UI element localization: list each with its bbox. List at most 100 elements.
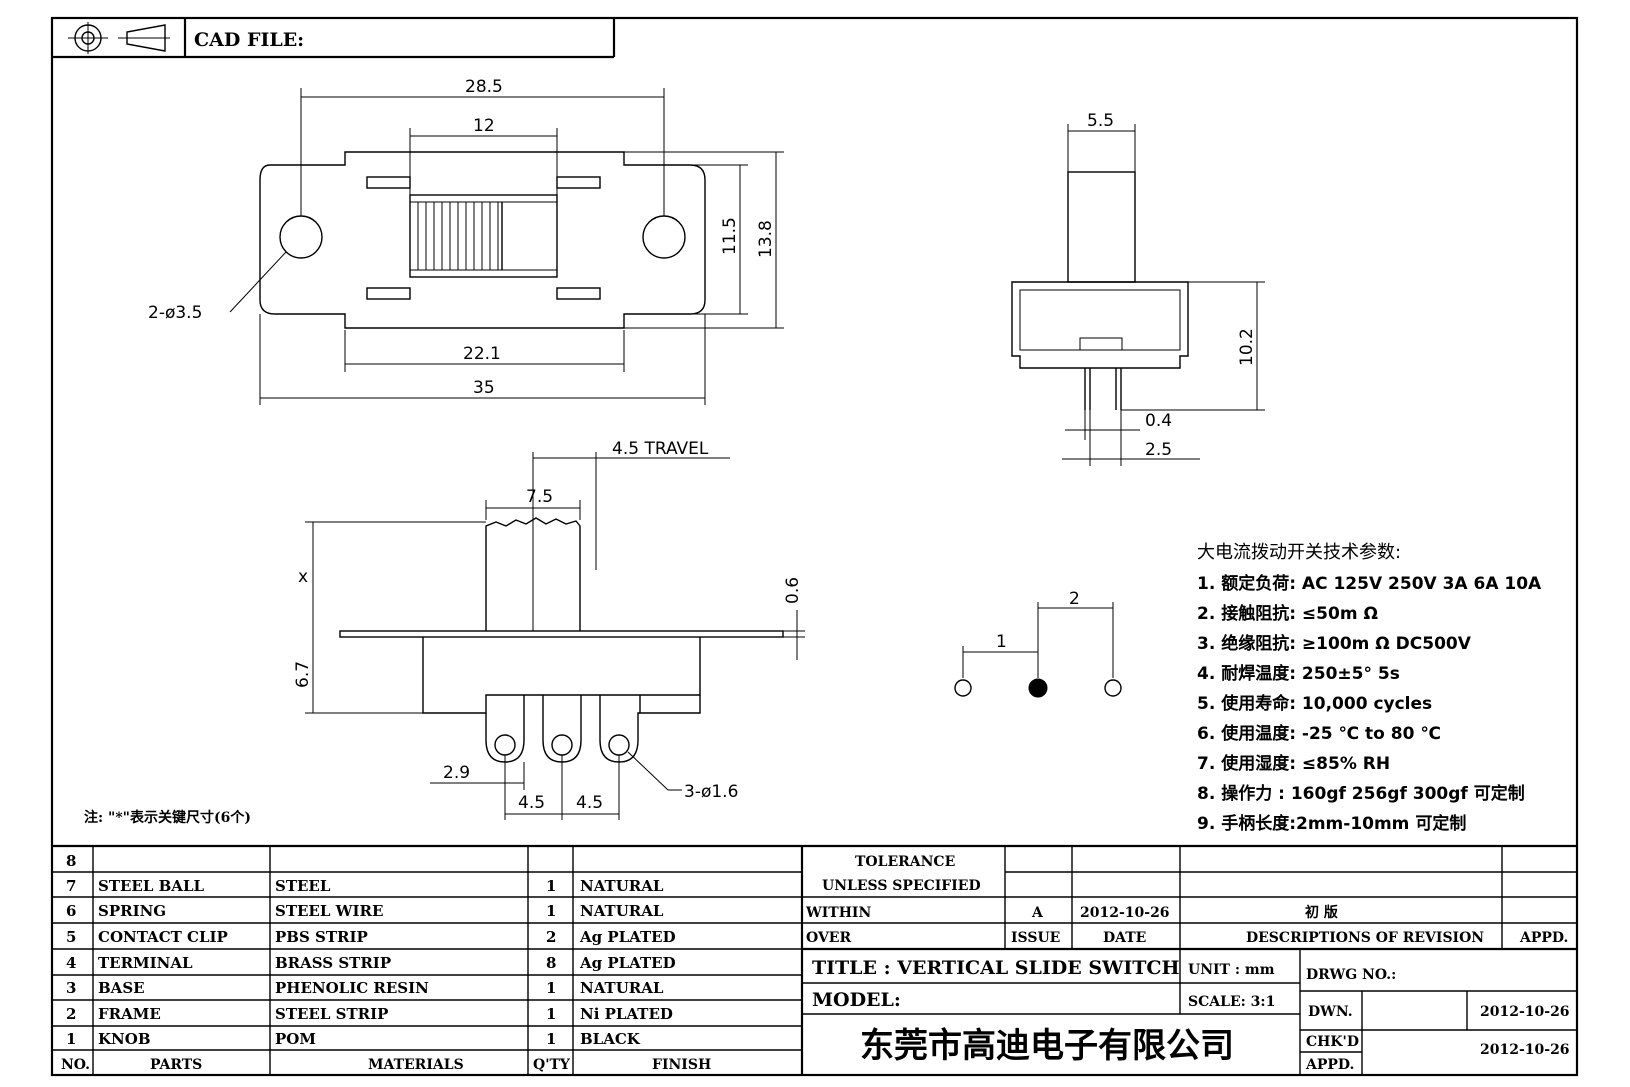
dim-height-inner: 11.5 <box>720 217 740 255</box>
mount-hole-right <box>642 215 686 259</box>
table-row: 1 KNOB POM 1 BLACK <box>66 1030 641 1048</box>
dim-travel: 4.5 TRAVEL <box>612 439 709 459</box>
dim-edge: 2.9 <box>443 763 470 783</box>
spec-item: 8. 操作力 : 160gf 256gf 300gf 可定制 <box>1197 783 1525 804</box>
spec-heading: 大电流拨动开关技术参数: <box>1197 542 1401 563</box>
table-row: 4 TERMINAL BRASS STRIP 8 Ag PLATED <box>66 954 676 972</box>
bom-header-row: NO. PARTS MATERIALS Q'TY FINISH <box>61 1057 711 1073</box>
header-box: CAD FILE: <box>52 18 616 59</box>
appd-label: APPD. <box>1305 1057 1354 1073</box>
bom-part: FRAME <box>98 1005 161 1023</box>
within-label: WITHIN <box>805 905 871 921</box>
bom-material: PHENOLIC RESIN <box>275 979 429 997</box>
bom-material: STEEL WIRE <box>275 902 383 920</box>
table-row: 5 CONTACT CLIP PBS STRIP 2 Ag PLATED <box>66 928 676 946</box>
side-view: 5.5 10.2 0.4 2.5 <box>1011 111 1265 466</box>
bom-finish: NATURAL <box>580 877 664 895</box>
dim-pin-spacing: 2.5 <box>1145 440 1172 460</box>
spec-item: 4. 耐焊温度: 250±5° 5s <box>1197 663 1400 684</box>
title-block: TOLERANCE UNLESS SPECIFIED WITHIN OVER A… <box>802 846 1577 1075</box>
dim-side-height: 10.2 <box>1237 328 1257 366</box>
dim-plate: 0.6 <box>783 577 803 604</box>
desc-label: DESCRIPTIONS OF REVISION <box>1246 930 1484 946</box>
table-row: 2 FRAME STEEL STRIP 1 Ni PLATED <box>66 1005 673 1023</box>
spec-item: 6. 使用温度: -25 ℃ to 80 ℃ <box>1197 723 1441 744</box>
bom-finish: BLACK <box>580 1030 641 1048</box>
bom-finish: Ag PLATED <box>579 954 676 972</box>
bom-no: 8 <box>66 852 76 870</box>
bom-no: 5 <box>66 928 76 946</box>
dim-overall-length: 28.5 <box>465 77 503 97</box>
bom-qty: 1 <box>546 902 556 920</box>
spec-item: 7. 使用湿度: ≤85% RH <box>1197 753 1390 774</box>
schematic-pos2: 2 <box>1069 589 1080 609</box>
cad-file-label: CAD FILE: <box>194 29 304 51</box>
dim-knob-width: 5.5 <box>1087 111 1114 131</box>
bom-no: 3 <box>66 979 76 997</box>
dwn-label: DWN. <box>1308 1004 1353 1020</box>
dim-x-mark: x <box>298 567 308 587</box>
bom-header: Q'TY <box>533 1057 571 1073</box>
spec-item: 9. 手柄长度:2mm-10mm 可定制 <box>1197 813 1466 834</box>
dim-pin-thickness: 0.4 <box>1145 411 1172 431</box>
date-value: 2012-10-26 <box>1080 905 1170 921</box>
unless-label: UNLESS SPECIFIED <box>822 878 981 894</box>
dim-height-outer: 13.8 <box>756 220 776 258</box>
bom-header: PARTS <box>150 1057 202 1073</box>
bom-qty: 1 <box>546 1030 556 1048</box>
bom-qty: 2 <box>546 928 556 946</box>
bom-part: STEEL BALL <box>98 877 204 895</box>
switch-schematic: 1 2 <box>954 589 1122 698</box>
bom-material: STEEL STRIP <box>275 1005 388 1023</box>
spec-list: 大电流拨动开关技术参数: 1. 额定负荷: AC 125V 250V 3A 6A… <box>1197 542 1542 834</box>
knob-ribs <box>417 202 503 270</box>
issue-label: ISSUE <box>1011 930 1060 946</box>
model-label: MODEL: <box>812 989 901 1011</box>
bom-table: 8 7 STEEL BALL STEEL 1 NATURAL 6 SPRING … <box>52 844 1577 1075</box>
bom-part: BASE <box>98 979 145 997</box>
bom-finish: Ni PLATED <box>580 1005 673 1023</box>
spec-item: 5. 使用寿命: 10,000 cycles <box>1197 693 1432 714</box>
bom-part: SPRING <box>98 902 166 920</box>
table-row: 6 SPRING STEEL WIRE 1 NATURAL <box>66 902 664 920</box>
mount-hole-left <box>279 215 323 259</box>
bom-material: PBS STRIP <box>275 928 368 946</box>
bom-header: NO. <box>61 1057 90 1073</box>
scale-label: SCALE: 3:1 <box>1188 994 1275 1010</box>
dim-body-length: 22.1 <box>463 344 501 364</box>
schematic-pos1: 1 <box>996 632 1007 652</box>
dim-knob-front: 7.5 <box>526 487 553 507</box>
issue-value: A <box>1031 905 1044 921</box>
appd-header: APPD. <box>1519 930 1568 946</box>
bom-header: MATERIALS <box>368 1057 464 1073</box>
spec-item: 3. 绝缘阻抗: ≥100m Ω DC500V <box>1197 633 1472 654</box>
bom-qty: 1 <box>546 877 556 895</box>
date-label: DATE <box>1103 930 1146 946</box>
bom-finish: NATURAL <box>580 979 664 997</box>
bom-part: CONTACT CLIP <box>98 928 228 946</box>
key-dim-note: 注: "*"表示关键尺寸(6个) <box>84 809 251 826</box>
over-label: OVER <box>806 930 851 946</box>
drwg-label: DRWG NO.: <box>1306 967 1396 983</box>
dim-pitch-a: 4.5 <box>518 793 545 813</box>
chkd-date: 2012-10-26 <box>1480 1042 1570 1058</box>
title-text: TITLE : VERTICAL SLIDE SWITCH <box>812 957 1180 979</box>
dim-total-length: 35 <box>473 378 495 398</box>
table-row: 7 STEEL BALL STEEL 1 NATURAL <box>66 877 664 895</box>
dim-slot-width: 12 <box>473 116 495 136</box>
company-name: 东莞市高迪电子有限公司 <box>860 1026 1234 1066</box>
dim-body-height: 6.7 <box>293 661 313 688</box>
bom-material: BRASS STRIP <box>275 954 391 972</box>
top-view: 28.5 12 11.5 13.8 2-ø3.5 22.1 35 <box>148 77 784 405</box>
sheet-border <box>50 16 1579 1077</box>
dim-holes: 2-ø3.5 <box>148 303 202 323</box>
bom-part: KNOB <box>98 1030 151 1048</box>
bom-no: 7 <box>66 877 76 895</box>
front-view: 4.5 TRAVEL 7.5 x 6.7 0.6 2.9 4.5 4.5 3 <box>293 439 805 820</box>
bom-qty: 8 <box>546 954 556 972</box>
dwn-date: 2012-10-26 <box>1480 1004 1570 1020</box>
bom-no: 6 <box>66 902 76 920</box>
bom-no: 2 <box>66 1005 76 1023</box>
tolerance-label: TOLERANCE <box>855 854 955 870</box>
